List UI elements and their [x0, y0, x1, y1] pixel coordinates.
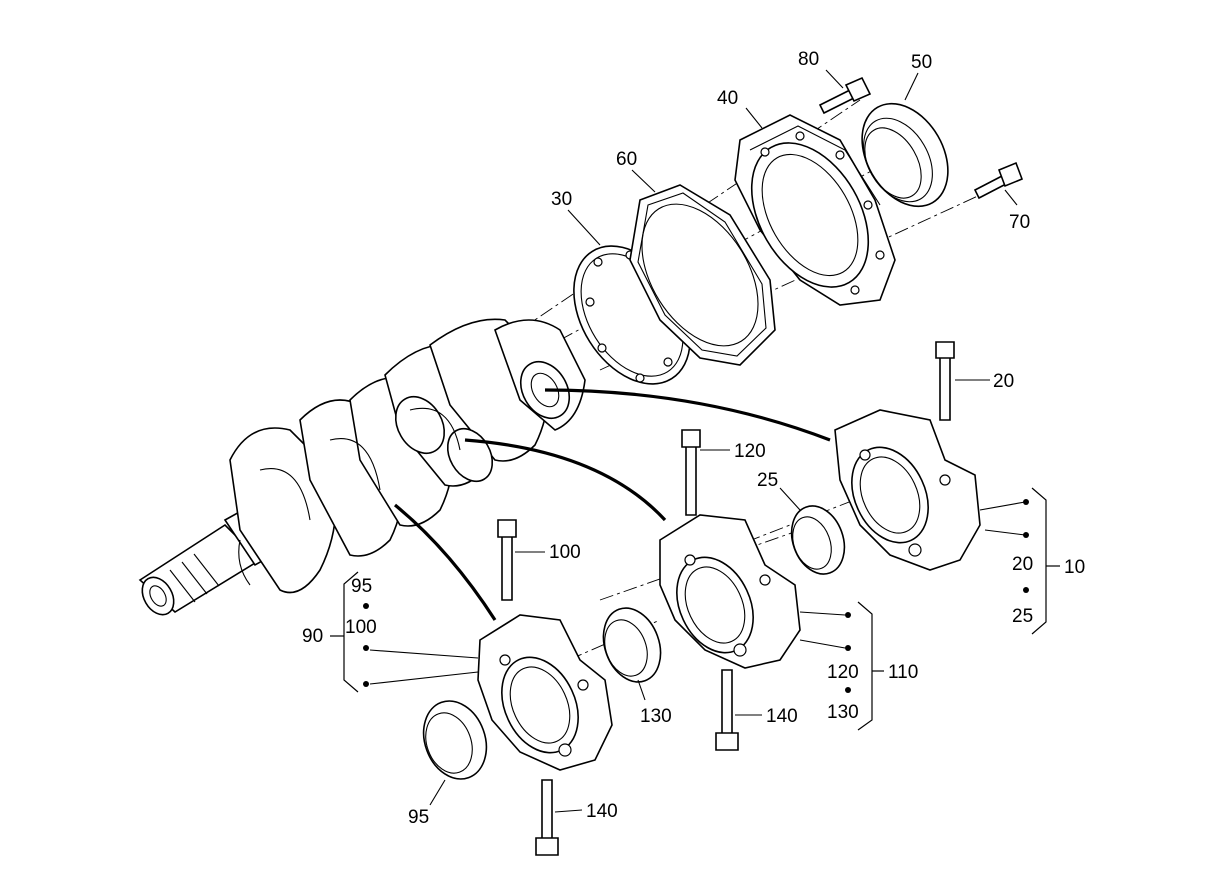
bearing-cap-90 — [477, 614, 613, 771]
label-20-bolt: 20 — [993, 371, 1014, 392]
bolt-120 — [681, 429, 701, 516]
bearing-shell-130 — [602, 607, 662, 683]
bolt-140-b — [535, 779, 559, 856]
bolt-140-a — [715, 669, 739, 751]
label-95-list: 95 — [351, 576, 372, 597]
label-80: 80 — [798, 49, 819, 70]
bolt-20 — [935, 341, 955, 421]
label-140-upper: 140 — [766, 706, 798, 727]
label-10: 10 — [1064, 557, 1085, 578]
label-100-bolt: 100 — [549, 542, 581, 563]
label-20-list: 20 — [1012, 554, 1033, 575]
label-120-list: 120 — [827, 662, 859, 683]
bolt-100 — [497, 519, 517, 601]
label-30: 30 — [551, 189, 572, 210]
label-25-shell: 25 — [757, 470, 778, 491]
label-90: 90 — [302, 626, 323, 647]
group-brackets — [330, 487, 1060, 731]
assembly-curves — [393, 388, 831, 621]
gasket-60 — [629, 184, 776, 366]
part-labels: 80 50 40 60 30 70 20 120 25 100 95 90 10… — [302, 49, 1085, 828]
label-120-bolt: 120 — [734, 441, 766, 462]
bolt-80 — [818, 76, 872, 115]
bearing-cap-10 — [834, 409, 981, 571]
label-130-shell: 130 — [640, 706, 672, 727]
crankshaft — [138, 318, 586, 616]
label-100-list: 100 — [345, 617, 377, 638]
seal-housing-40 — [734, 114, 896, 306]
label-50: 50 — [911, 52, 932, 73]
label-95-shell: 95 — [408, 807, 429, 828]
bearing-shell-25 — [790, 505, 846, 575]
label-60: 60 — [616, 149, 637, 170]
label-40: 40 — [717, 88, 738, 109]
label-130-list: 130 — [827, 702, 859, 723]
label-140-lower: 140 — [586, 801, 618, 822]
label-25-list: 25 — [1012, 606, 1033, 627]
bearing-shell-95 — [422, 700, 488, 780]
label-110: 110 — [888, 662, 918, 683]
leader-lines — [369, 69, 1026, 813]
label-70: 70 — [1009, 212, 1030, 233]
bearing-cap-110 — [659, 514, 801, 669]
bolt-70 — [973, 161, 1024, 200]
oil-seal-50 — [861, 102, 949, 208]
bullet-dots — [363, 499, 1029, 693]
